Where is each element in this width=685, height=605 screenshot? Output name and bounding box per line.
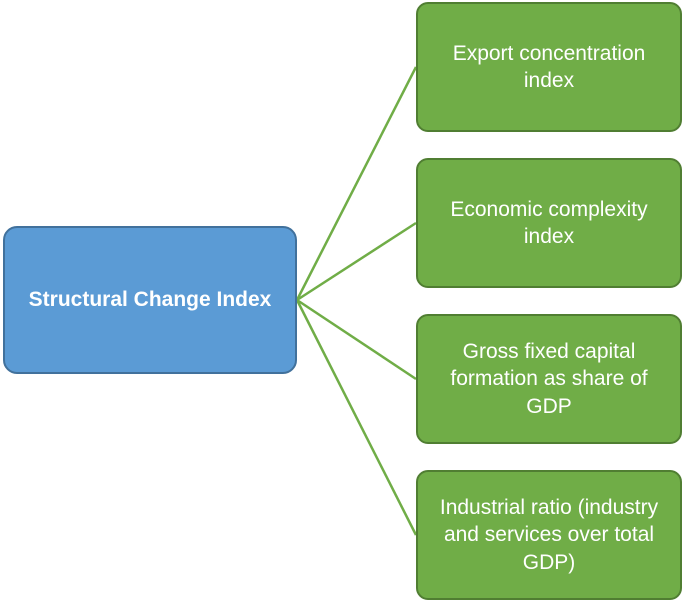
- child-node-label: Industrial ratio (industry and services …: [439, 496, 659, 574]
- child-node-label: Economic complexity index: [450, 197, 648, 248]
- connector-line-industrial-ratio: [295, 299, 418, 536]
- child-node-label: Export concentration index: [452, 41, 646, 92]
- child-node-gross-fixed-capital: Gross fixed capital formation as share o…: [416, 314, 682, 444]
- child-node-label: Gross fixed capital formation as share o…: [450, 340, 648, 418]
- child-node-export-concentration: Export concentration index: [416, 2, 682, 132]
- connector-line-export-concentration: [295, 66, 418, 301]
- child-node-industrial-ratio: Industrial ratio (industry and services …: [416, 470, 682, 600]
- root-node-label: Structural Change Index: [28, 288, 272, 312]
- root-node-structural-change-index: Structural Change Index: [3, 226, 297, 374]
- connector-line-economic-complexity: [296, 221, 417, 302]
- child-node-economic-complexity: Economic complexity index: [416, 158, 682, 288]
- connector-line-gross-fixed-capital: [296, 298, 417, 381]
